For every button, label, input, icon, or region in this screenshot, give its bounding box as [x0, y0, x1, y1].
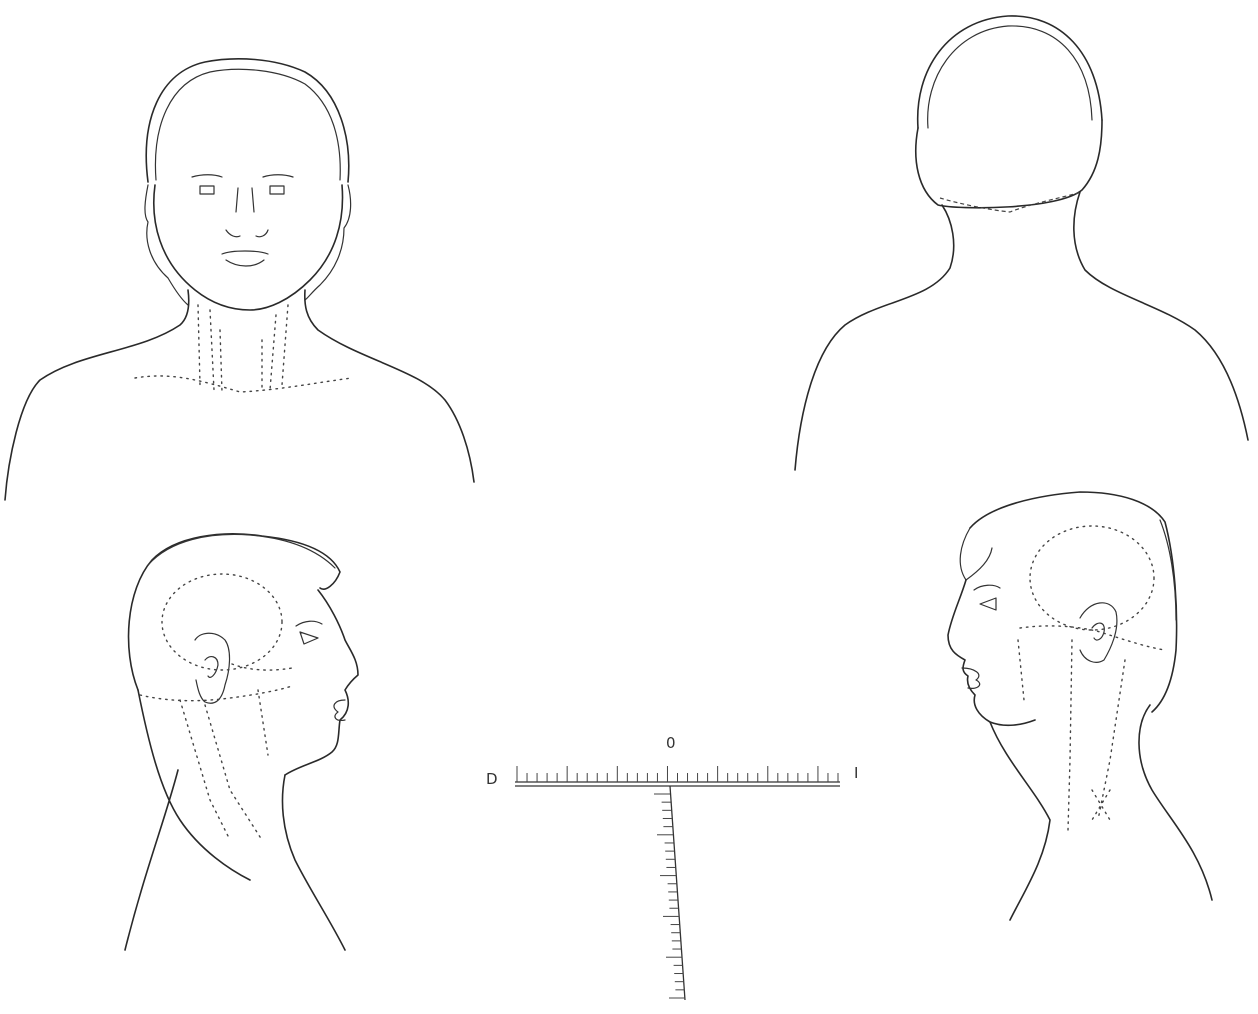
right-profile-neck-dots-b — [1098, 660, 1125, 820]
back-hair-outline — [918, 16, 1102, 128]
front-right-brow — [263, 175, 293, 177]
right-profile-hair-front — [960, 528, 992, 580]
front-neck-right — [305, 290, 474, 482]
front-lymph-dots-right — [262, 305, 288, 392]
left-profile-ear-inner — [205, 657, 218, 678]
scale-horizontal-ticks — [517, 766, 838, 782]
left-profile-jaw-dots — [140, 686, 292, 701]
right-profile-neck-dots-a — [1068, 640, 1072, 830]
right-profile-ear-icon — [1080, 603, 1117, 663]
right-profile-hair — [970, 492, 1177, 712]
back-head-outline — [916, 120, 1102, 208]
left-profile-ear-icon — [195, 633, 230, 703]
front-right-hair — [305, 185, 351, 300]
right-profile-face — [948, 580, 1035, 725]
scale-left-label: D — [486, 770, 498, 788]
front-clavicle-dots — [135, 376, 352, 392]
left-profile-back-neck — [138, 690, 250, 880]
right-profile-brow — [974, 585, 1000, 590]
right-profile-cross-dots — [1092, 790, 1110, 820]
scale-right-label: I — [854, 764, 858, 782]
left-profile-neck-dots-b — [205, 705, 262, 840]
left-profile-hair — [129, 534, 340, 690]
right-profile-neck-front — [990, 722, 1050, 920]
measurement-scale: D 0 I — [486, 734, 858, 1000]
head-back-view — [795, 16, 1248, 470]
left-profile-front-neck — [282, 775, 345, 950]
left-profile-eye-icon — [300, 632, 318, 644]
back-hairline-dashes — [940, 192, 1082, 212]
right-profile-eye-icon — [980, 598, 996, 610]
left-profile-hair-top — [148, 534, 335, 568]
head-right-profile-view — [125, 534, 358, 950]
left-profile-neck-dots-a — [180, 700, 230, 840]
head-left-profile-view — [948, 492, 1212, 920]
left-profile-neck-dots-c — [258, 690, 268, 755]
front-lymph-dots-left — [198, 305, 222, 392]
front-nose-icon — [226, 188, 268, 237]
right-profile-neck-dots-c — [1018, 640, 1024, 700]
left-profile-temporal-dots — [162, 574, 282, 670]
back-neck-right — [1074, 192, 1248, 440]
scale-vertical-bar — [670, 786, 685, 1000]
back-neck-left — [795, 205, 954, 470]
front-neck-left — [5, 290, 189, 500]
left-profile-back-body — [125, 770, 178, 950]
scale-top-label: 0 — [666, 734, 676, 752]
front-hair-outline — [146, 59, 348, 182]
scale-vertical-ticks — [654, 794, 685, 998]
front-mouth-icon — [222, 251, 268, 266]
front-hair-inner — [155, 69, 340, 180]
right-profile-neck-back — [1139, 705, 1212, 900]
right-profile-temporal-dots — [1030, 526, 1154, 630]
left-profile-face — [285, 590, 358, 775]
front-left-hair — [145, 185, 188, 305]
front-left-brow — [192, 175, 222, 177]
right-profile-lips-icon — [962, 668, 980, 688]
head-front-view — [5, 59, 474, 500]
front-left-eye-icon — [200, 186, 214, 194]
left-profile-brow — [296, 621, 322, 626]
back-hair-inner — [928, 26, 1092, 128]
front-right-eye-icon — [270, 186, 284, 194]
right-profile-jaw-dots — [1020, 626, 1165, 650]
